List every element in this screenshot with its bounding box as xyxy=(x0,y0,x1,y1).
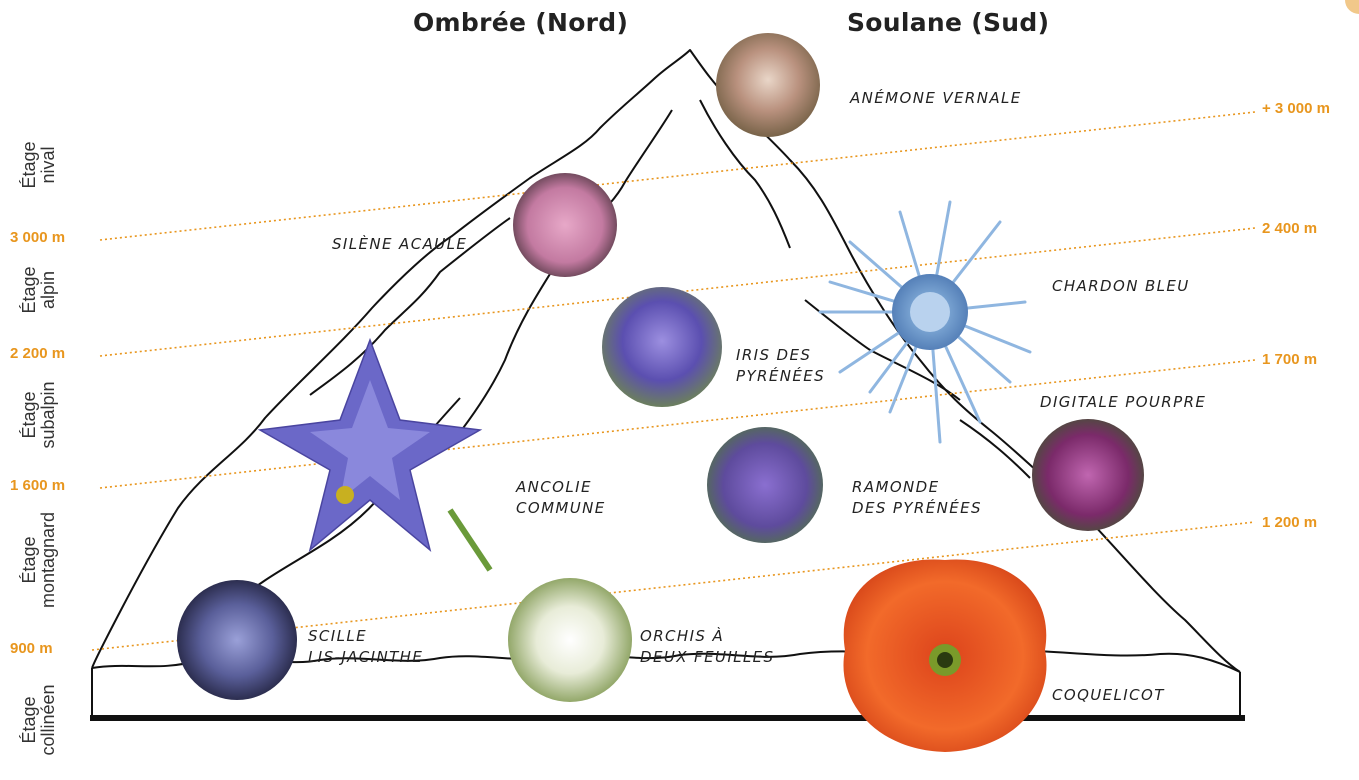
label-digitale: DIGITALE POURPRE xyxy=(1040,392,1206,413)
south-header: Soulane (Sud) xyxy=(847,8,1049,37)
silene-image xyxy=(513,173,617,277)
altitude-right-2400: 2 400 m xyxy=(1262,220,1317,237)
altitude-line-nival xyxy=(100,112,1255,240)
altitude-right-1700: 1 700 m xyxy=(1262,351,1317,368)
mountain-ridge-f xyxy=(960,420,1030,478)
ground-line xyxy=(90,715,1245,721)
scille-image xyxy=(177,580,297,700)
orchis-image xyxy=(508,578,632,702)
chardon-bleu-image xyxy=(820,202,1030,442)
label-chardon: CHARDON BLEU xyxy=(1052,276,1190,297)
label-anemone: ANÉMONE VERNALE xyxy=(850,88,1022,109)
iris-image xyxy=(602,287,722,407)
anemone-image xyxy=(716,33,820,137)
altitude-right-3000: + 3 000 m xyxy=(1262,100,1330,117)
altitude-left-900: 900 m xyxy=(10,640,53,657)
altitude-right-1200: 1 200 m xyxy=(1262,514,1317,531)
label-silene: SILÈNE ACAULE xyxy=(332,234,467,255)
digitale-image xyxy=(1032,419,1144,531)
coquelicot-image xyxy=(843,560,1046,752)
ancolie-image xyxy=(260,340,490,570)
label-coquelicot: COQUELICOT xyxy=(1052,685,1165,706)
ramonde-image xyxy=(707,427,823,543)
north-header: Ombrée (Nord) xyxy=(413,8,628,37)
